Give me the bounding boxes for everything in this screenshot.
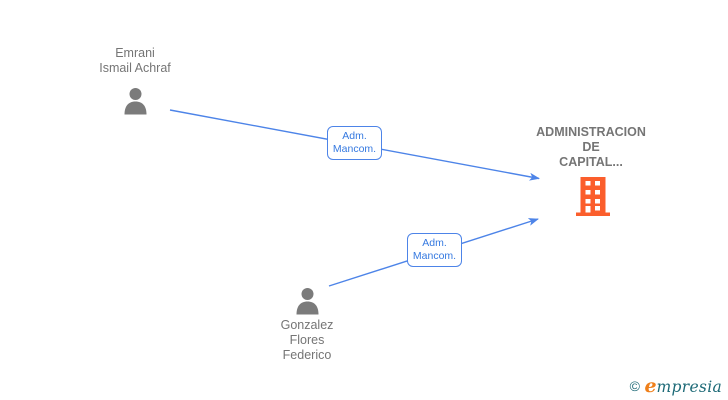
- person2-name-line2: Flores: [289, 333, 325, 347]
- person1-name-label: Emrani Ismail Achraf: [35, 46, 235, 76]
- edge1-relation-label[interactable]: Adm. Mancom.: [327, 126, 382, 160]
- person2-node[interactable]: [293, 287, 322, 320]
- company-name-line2: DE: [582, 140, 600, 154]
- person1-name-line1: Emrani: [115, 46, 155, 60]
- edge2-relation-line2: Mancom.: [412, 250, 457, 262]
- empresia-logo-text: mpresia: [656, 378, 722, 396]
- company-name-label: ADMINISTRACION DE CAPITAL...: [491, 125, 691, 170]
- edge1-relation-line2: Mancom.: [332, 143, 377, 155]
- person-icon: [121, 88, 150, 119]
- person2-name-line1: Gonzalez: [280, 318, 334, 332]
- empresia-watermark: © empresia: [630, 375, 722, 397]
- edge2-relation-line1: Adm.: [422, 236, 447, 249]
- person1-name-line2: Ismail Achraf: [99, 61, 171, 75]
- company-name-line3: CAPITAL...: [559, 155, 623, 169]
- empresia-logo-initial: e: [644, 375, 657, 397]
- company-name-line1: ADMINISTRACION: [536, 125, 646, 139]
- person2-name-line3: Federico: [282, 348, 332, 362]
- edge2-relation-label[interactable]: Adm. Mancom.: [407, 233, 462, 267]
- person1-node[interactable]: [121, 87, 150, 120]
- edge1-relation-line1: Adm.: [342, 129, 367, 142]
- person2-name-label: Gonzalez Flores Federico: [207, 318, 407, 363]
- company-node[interactable]: [576, 177, 610, 221]
- copyright-icon: ©: [629, 378, 640, 394]
- building-icon: [576, 177, 610, 220]
- person-icon: [293, 288, 322, 319]
